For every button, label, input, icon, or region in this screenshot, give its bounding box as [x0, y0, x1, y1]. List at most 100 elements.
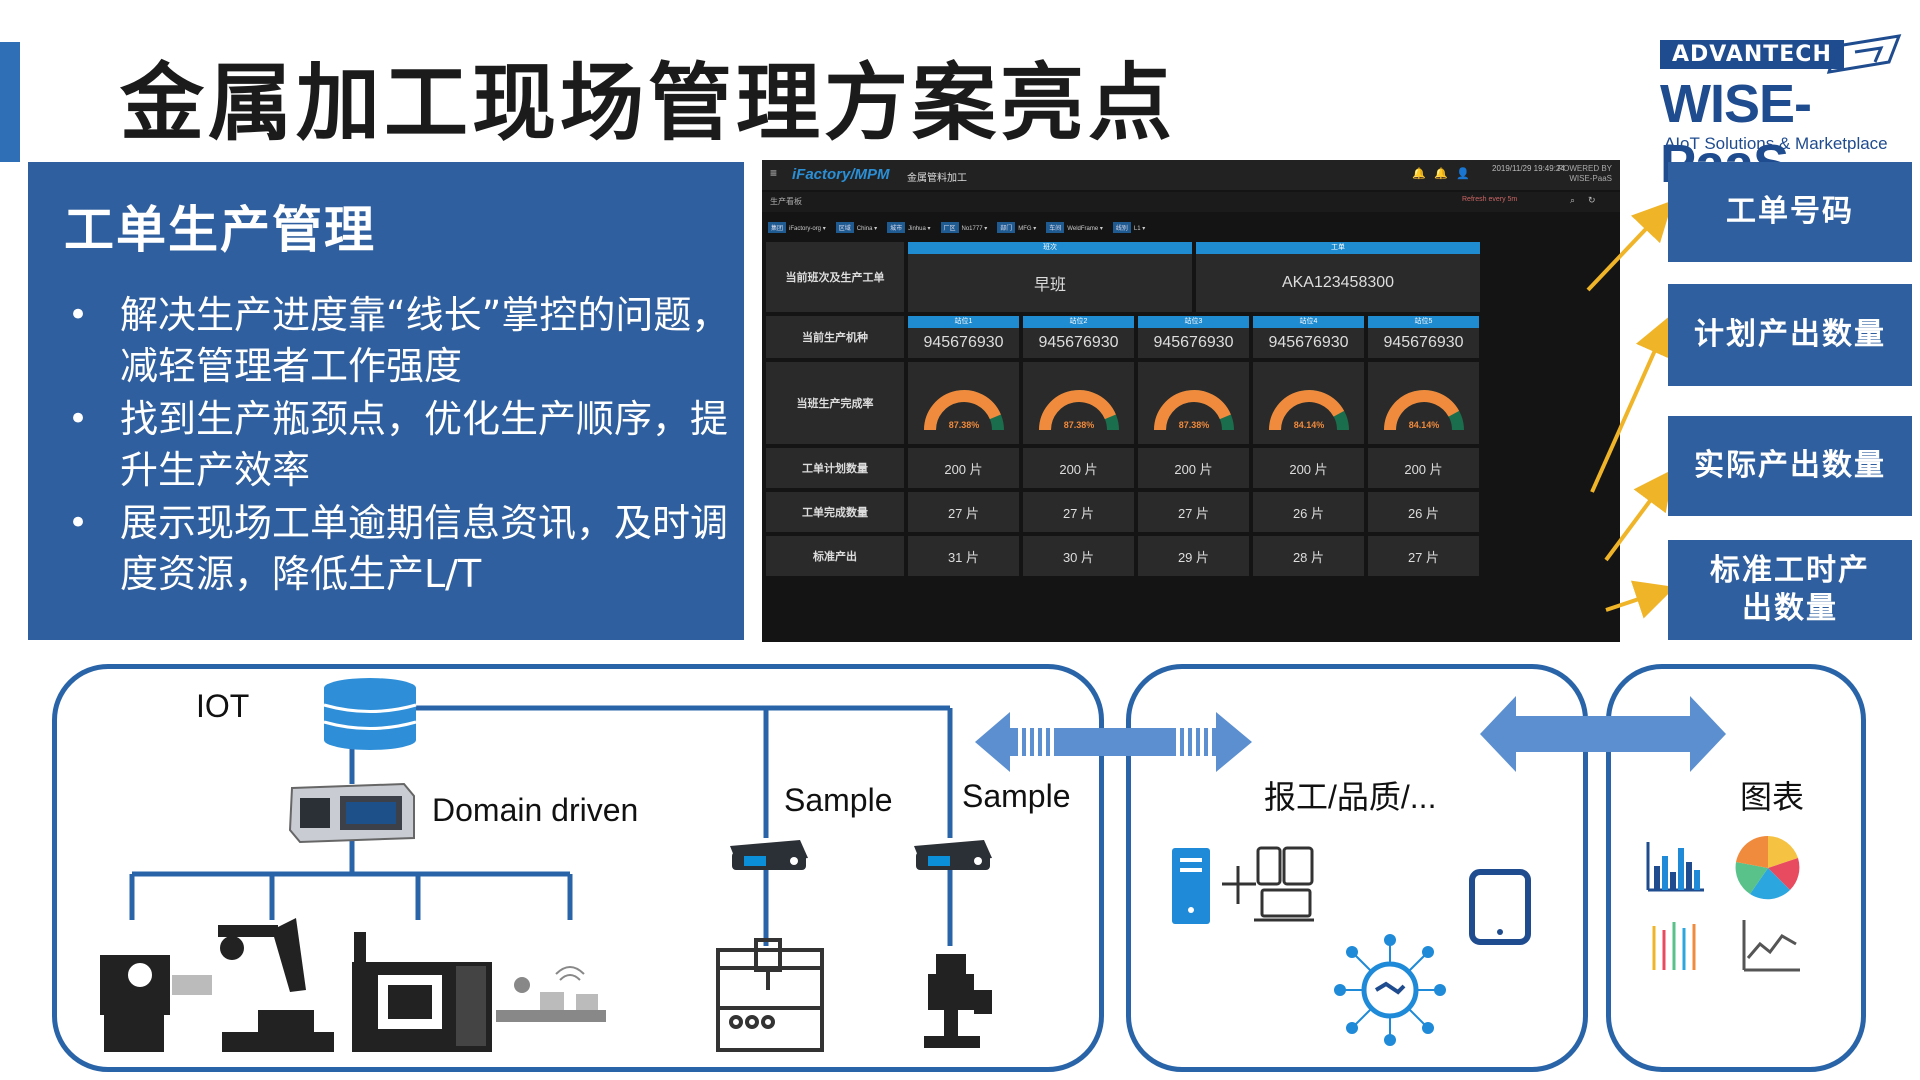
gantry-machine-icon — [716, 938, 824, 1052]
line-chart-icon — [1742, 920, 1800, 972]
station-standard-cell: 28 片 — [1253, 536, 1364, 576]
desktop-tower-icon — [1172, 848, 1210, 924]
station-planned-cell: 200 片 — [1023, 448, 1134, 488]
dashboard-screenshot: ≡ iFactory/MPM 金属管料加工 🔔 🔔 👤 2019/11/29 1… — [762, 160, 1620, 642]
chevron-down-icon: ▾ — [872, 226, 878, 232]
completion-gauge: 87.38% — [908, 362, 1019, 444]
callout-standard-output: 标准工时产出数量 — [1668, 540, 1912, 640]
filter-tag: 部门 — [997, 222, 1016, 233]
feature-bullets: 解决生产进度靠“线长”掌控的问题，减轻管理者工作强度 找到生产瓶颈点，优化生产顺… — [64, 290, 734, 602]
filter-value: China — [856, 226, 873, 232]
station-product-value: 945676930 — [1268, 334, 1349, 351]
bullet-item: 解决生产进度靠“线长”掌控的问题，减轻管理者工作强度 — [64, 290, 734, 392]
panel-heading: 工单生产管理 — [64, 201, 376, 259]
dashboard-datetime: 2019/11/29 19:49:24 — [1492, 164, 1565, 173]
filter-value: WeldFrame — [1067, 226, 1099, 232]
data-flow-arrow-2 — [1480, 696, 1726, 772]
filter-tag: 厂区 — [940, 222, 959, 233]
accent-bar — [0, 42, 20, 162]
logo-brand: ADVANTECH — [1660, 40, 1844, 69]
search-icon[interactable]: ⌕ — [1570, 195, 1576, 205]
gauge-value-label: 87.38% — [1178, 420, 1209, 430]
shift-order-row: 当前班次及生产工单 班次 早班 工单 AKA123458300 — [766, 242, 1616, 312]
callout-actual-output: 实际产出数量 — [1668, 416, 1912, 516]
order-header: 工单 — [1196, 242, 1480, 254]
gauge-chart: 87.38% — [923, 390, 1004, 431]
pie-chart-icon — [1735, 835, 1800, 900]
filter-tag: 城市 — [887, 222, 906, 233]
completion-gauge: 84.14% — [1368, 362, 1479, 444]
user-icon[interactable]: 👤 — [1456, 168, 1470, 180]
filter-tag: 集团 — [768, 222, 787, 233]
gauge-chart: 87.38% — [1153, 390, 1234, 431]
shift-header: 班次 — [908, 242, 1192, 254]
station-header: 站位4 — [1253, 316, 1364, 328]
refresh-text[interactable]: Refresh every 5m — [1462, 196, 1518, 203]
notice-bell-icon[interactable]: 🔔 — [1434, 168, 1448, 180]
shift-value: 早班 — [1033, 277, 1066, 294]
chevron-down-icon: ▾ — [1031, 226, 1037, 232]
database-icon — [323, 678, 417, 750]
station-completed-cell: 26 片 — [1368, 492, 1479, 532]
bullet-item: 找到生产瓶颈点，优化生产顺序，提升生产效率 — [64, 394, 734, 496]
station-planned-cell: 200 片 — [1253, 448, 1364, 488]
collaboration-network-icon — [1334, 934, 1446, 1046]
filter-value: iFactory-org — [789, 226, 822, 232]
callout-planned-output: 计划产出数量 — [1668, 284, 1912, 386]
menu-icon[interactable]: ≡ — [770, 166, 778, 180]
dashboard-topbar: ≡ iFactory/MPM 金属管料加工 🔔 🔔 👤 2019/11/29 1… — [762, 160, 1620, 190]
gauge-fill — [1038, 390, 1116, 431]
sample-device-icon — [914, 840, 992, 870]
refresh-icon[interactable]: ↻ — [1588, 195, 1596, 205]
chevron-down-icon: ▾ — [982, 226, 988, 232]
logo-tagline: AIoT Solutions & Marketplace — [1664, 134, 1888, 153]
drill-press-icon — [924, 954, 992, 1048]
gauge-fill — [1383, 390, 1459, 431]
devices-network-icon — [1222, 846, 1314, 922]
industrial-server-icon — [288, 782, 415, 844]
app-frame — [1126, 664, 1588, 1072]
gauge-value-label: 84.14% — [1408, 420, 1439, 430]
callout-order-number: 工单号码 — [1668, 162, 1912, 262]
sample-device-icon — [730, 840, 808, 870]
dashboard-section-title: 生产看板 — [770, 197, 802, 206]
completion-gauge: 87.38% — [1023, 362, 1134, 444]
gauge-chart: 87.38% — [1038, 390, 1119, 431]
station-completed-cell: 27 片 — [1138, 492, 1249, 532]
row-label: 当前班次及生产工单 — [766, 242, 904, 312]
station-completed-cell: 27 片 — [908, 492, 1019, 532]
row-label: 标准产出 — [766, 536, 904, 576]
station-header: 站位5 — [1368, 316, 1479, 328]
filter-value: Jinhua — [908, 226, 926, 232]
station-header: 站位1 — [908, 316, 1019, 328]
row-label: 工单计划数量 — [766, 448, 904, 488]
row-label: 当班生产完成率 — [766, 362, 904, 444]
iot-label: IOT — [196, 688, 250, 724]
station-product-value: 945676930 — [1153, 334, 1234, 351]
bullet-item: 展示现场工单逾期信息资讯，及时调度资源，降低生产L/T — [64, 498, 734, 600]
order-value: AKA123458300 — [1281, 274, 1395, 291]
gauge-fill — [923, 390, 1001, 431]
alarm-bell-icon[interactable]: 🔔 — [1412, 168, 1426, 180]
filter-tag: 车间 — [1046, 222, 1065, 233]
tablet-icon — [1469, 869, 1531, 945]
slider-chart-icon — [1652, 922, 1696, 970]
completion-gauge: 84.14% — [1253, 362, 1364, 444]
filter-tag: 线别 — [1112, 222, 1131, 233]
dashboard-subbar: 生产看板 Refresh every 5m ⌕ ↻ — [762, 192, 1620, 212]
